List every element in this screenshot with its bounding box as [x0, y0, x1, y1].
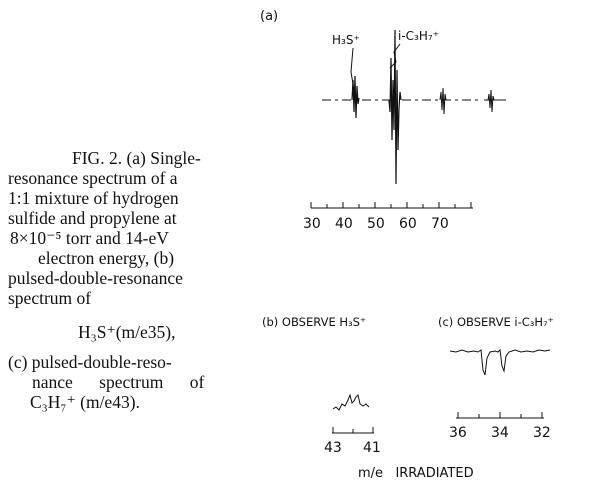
axis-c-tick-label: 34 [491, 425, 509, 441]
signal-m43 [388, 29, 402, 185]
axis-c-tick-label: 32 [533, 425, 551, 441]
caption-line-3: 1:1 mixture of hydrogen [8, 188, 179, 208]
axis-a-tick-label: 40 [335, 216, 353, 232]
caption-line-12: C₃H₇⁺ (m/e43). [30, 392, 140, 412]
axis-b-tick-label: 41 [363, 440, 381, 456]
caption-line-6: electron energy, (b) [38, 248, 175, 268]
caption-line-10: (c) pulsed-double-reso- [8, 352, 172, 372]
axis-c-tick-label: 36 [449, 425, 467, 441]
spectrum-b-trace [332, 393, 370, 411]
panel-a-label: (a) [260, 9, 278, 24]
panel-b-label: (b) OBSERVE H₃S⁺ [262, 315, 366, 329]
caption-formula: H₃S⁺(m/e35), [78, 322, 176, 342]
caption-line-1: FIG. 2. (a) Single- [72, 148, 201, 168]
axis-a-tick-label: 50 [367, 216, 385, 232]
caption-line-11: nance spectrum of [32, 372, 205, 392]
signal-m57 [439, 87, 447, 115]
caption-line-2: resonance spectrum of a [8, 168, 178, 188]
caption-line-5: 8×10⁻⁵ torr and 14-eV [10, 228, 169, 248]
axis-a-tick-label: 30 [303, 216, 321, 232]
peak-label-h3s: H₃S⁺ [332, 33, 360, 47]
caption-line-8: spectrum of [8, 288, 92, 308]
panel-c-label: (c) OBSERVE i-C₃H₇⁺ [438, 315, 554, 329]
figure-caption: FIG. 2. (a) Single- resonance spectrum o… [8, 148, 248, 412]
spectrum-c-trace [449, 348, 551, 376]
caption-line-4: sulfide and propylene at [8, 208, 177, 228]
peak-label-c3h7: i-C₃H₇⁺ [398, 29, 439, 43]
axis-a-tick-label: 70 [431, 216, 449, 232]
x-axis-label: m/e IRRADIATED [358, 466, 474, 481]
signal-m35 [351, 75, 360, 119]
signal-m70 [487, 89, 495, 113]
axis-b-tick-label: 43 [324, 440, 342, 456]
spectrum-figure-svg: (a) H₃S⁺ i-C₃H₇⁺ 30 40 50 60 70 (b) OB [260, 9, 554, 481]
caption-line-7: pulsed-double-resonance [8, 268, 183, 288]
spectrum-figure: (a) H₃S⁺ i-C₃H₇⁺ 30 40 50 60 70 (b) OB [250, 0, 607, 482]
axis-a-tick-label: 60 [399, 216, 417, 232]
